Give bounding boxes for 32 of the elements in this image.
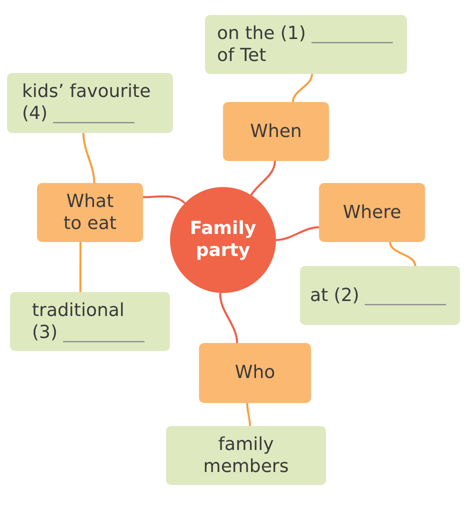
detail-text: at (2) _________ [310, 284, 448, 306]
category-label: Who [234, 362, 276, 384]
fill-in-line: _________ [53, 103, 134, 124]
connector-line [250, 160, 276, 196]
category-box [319, 183, 425, 242]
connector-line [276, 226, 320, 241]
detail-box [300, 266, 460, 325]
detail-box [205, 15, 407, 74]
detail-box [166, 426, 326, 485]
connector-line [246, 402, 251, 426]
connector-line [142, 195, 186, 204]
detail-text: kids’ favourite (4) _________ [22, 81, 152, 125]
detail-text: traditional (3) _________ [32, 300, 146, 344]
fill-in-line: _________ [312, 22, 393, 44]
connector-line [292, 74, 314, 102]
detail-text: family members [202, 434, 290, 478]
connector-line [79, 242, 82, 292]
connector-line [219, 292, 238, 344]
connector-line [389, 242, 416, 266]
fill-in-line: _________ [63, 322, 144, 342]
category-box [223, 102, 329, 161]
connector-line [82, 132, 96, 184]
category-label: What to eat [62, 190, 118, 234]
category-box [37, 183, 143, 242]
topic-label: Family party [188, 218, 258, 262]
detail-box [7, 73, 173, 133]
fill-in-line: _________ [365, 284, 446, 306]
category-label: When [250, 120, 302, 142]
detail-text: on the (1) _________ of Tet [217, 22, 394, 66]
category-box [199, 343, 311, 403]
detail-box [10, 292, 170, 351]
category-label: Where [342, 202, 402, 224]
